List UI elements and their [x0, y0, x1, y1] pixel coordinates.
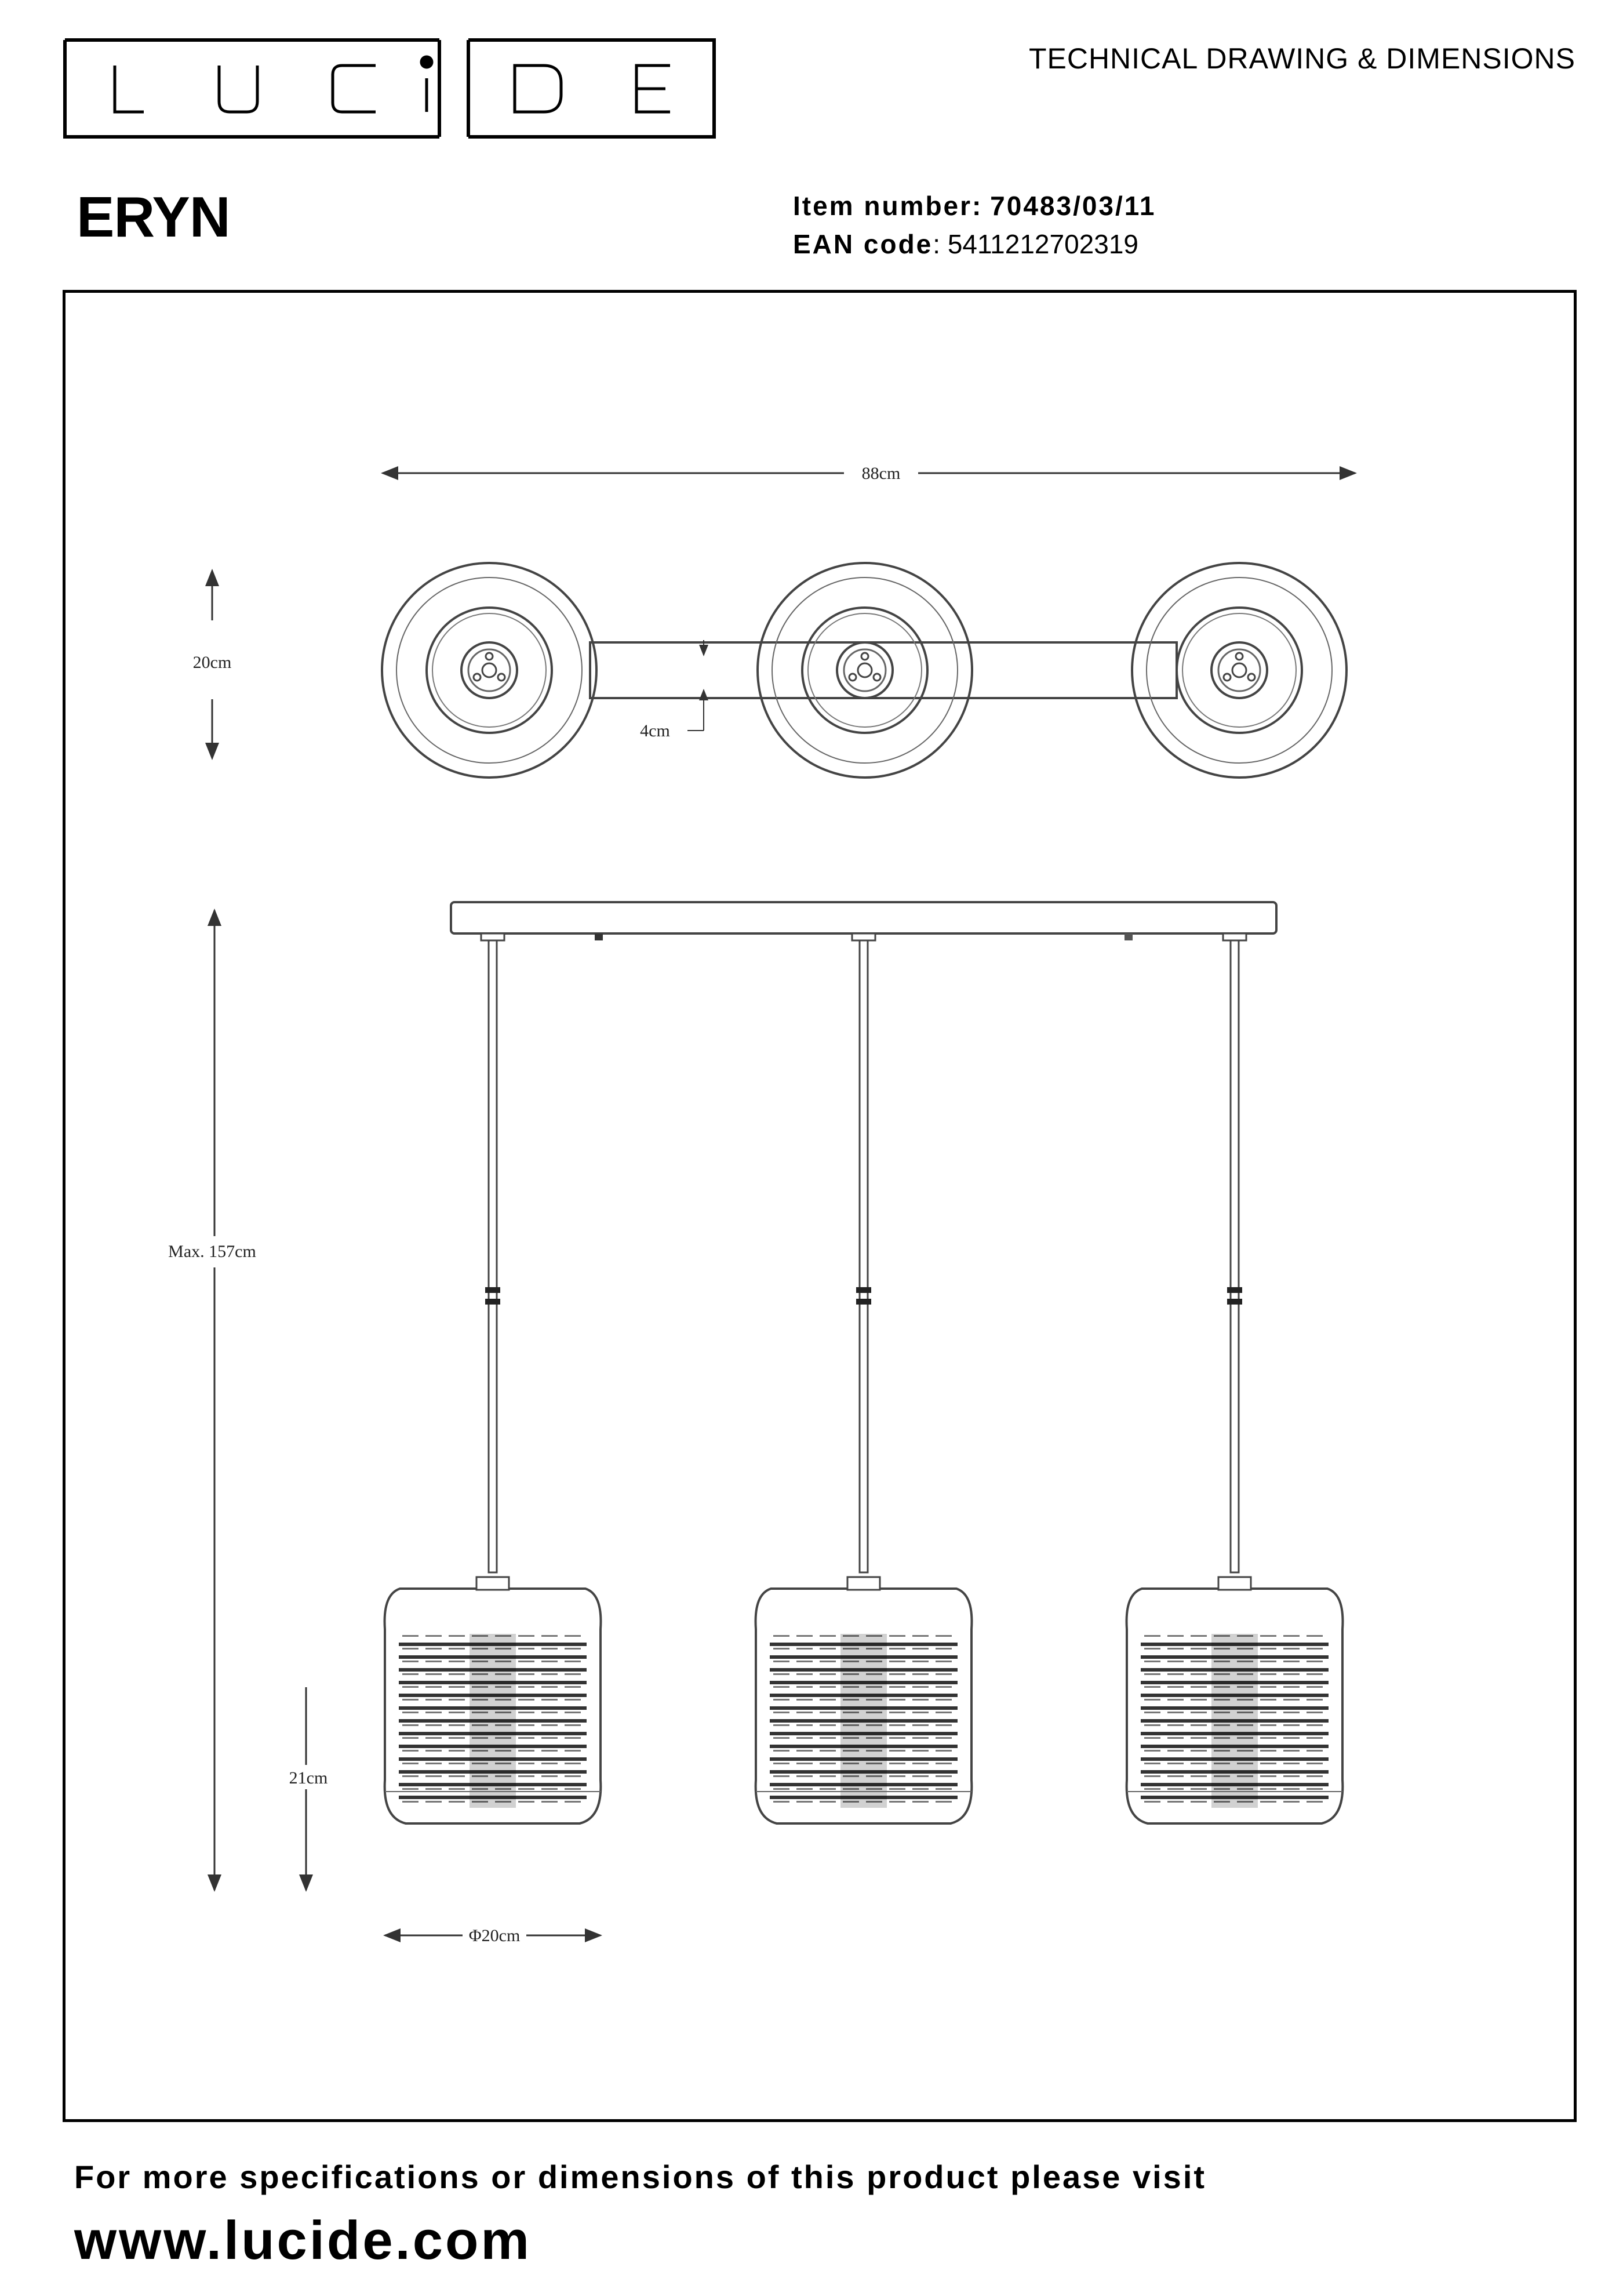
width-dimension-label: 88cm	[862, 464, 901, 483]
document-type-label: TECHNICAL DRAWING & DIMENSIONS	[1028, 42, 1575, 75]
footer-website-link[interactable]: www.lucide.com	[74, 2210, 532, 2270]
shade-height-label: 21cm	[289, 1768, 328, 1788]
product-meta: Item number: 70483/03/11 EAN code: 54112…	[793, 187, 1156, 263]
lucide-logo	[63, 38, 716, 139]
drawing-frame	[63, 290, 1577, 2122]
bar-width-label: 4cm	[640, 721, 670, 740]
item-number-label: Item number:	[793, 191, 983, 221]
ean-code-value: : 5411212702319	[933, 229, 1138, 259]
item-number-row: Item number: 70483/03/11	[793, 187, 1156, 225]
product-name: ERYN	[77, 185, 231, 249]
max-height-label: Max. 157cm	[168, 1242, 256, 1261]
footer-info-text: For more specifications or dimensions of…	[74, 2159, 1207, 2195]
item-number-value: 70483/03/11	[990, 191, 1156, 221]
canopy-depth-label: 20cm	[193, 653, 232, 672]
technical-drawing: 88cm 20cm 4cm Max. 157cm 21cm Φ	[168, 464, 1357, 1945]
ean-code-label: EAN code	[793, 229, 933, 259]
shade-diameter-label: Φ20cm	[469, 1926, 521, 1945]
ean-code-row: EAN code: 5411212702319	[793, 225, 1156, 263]
